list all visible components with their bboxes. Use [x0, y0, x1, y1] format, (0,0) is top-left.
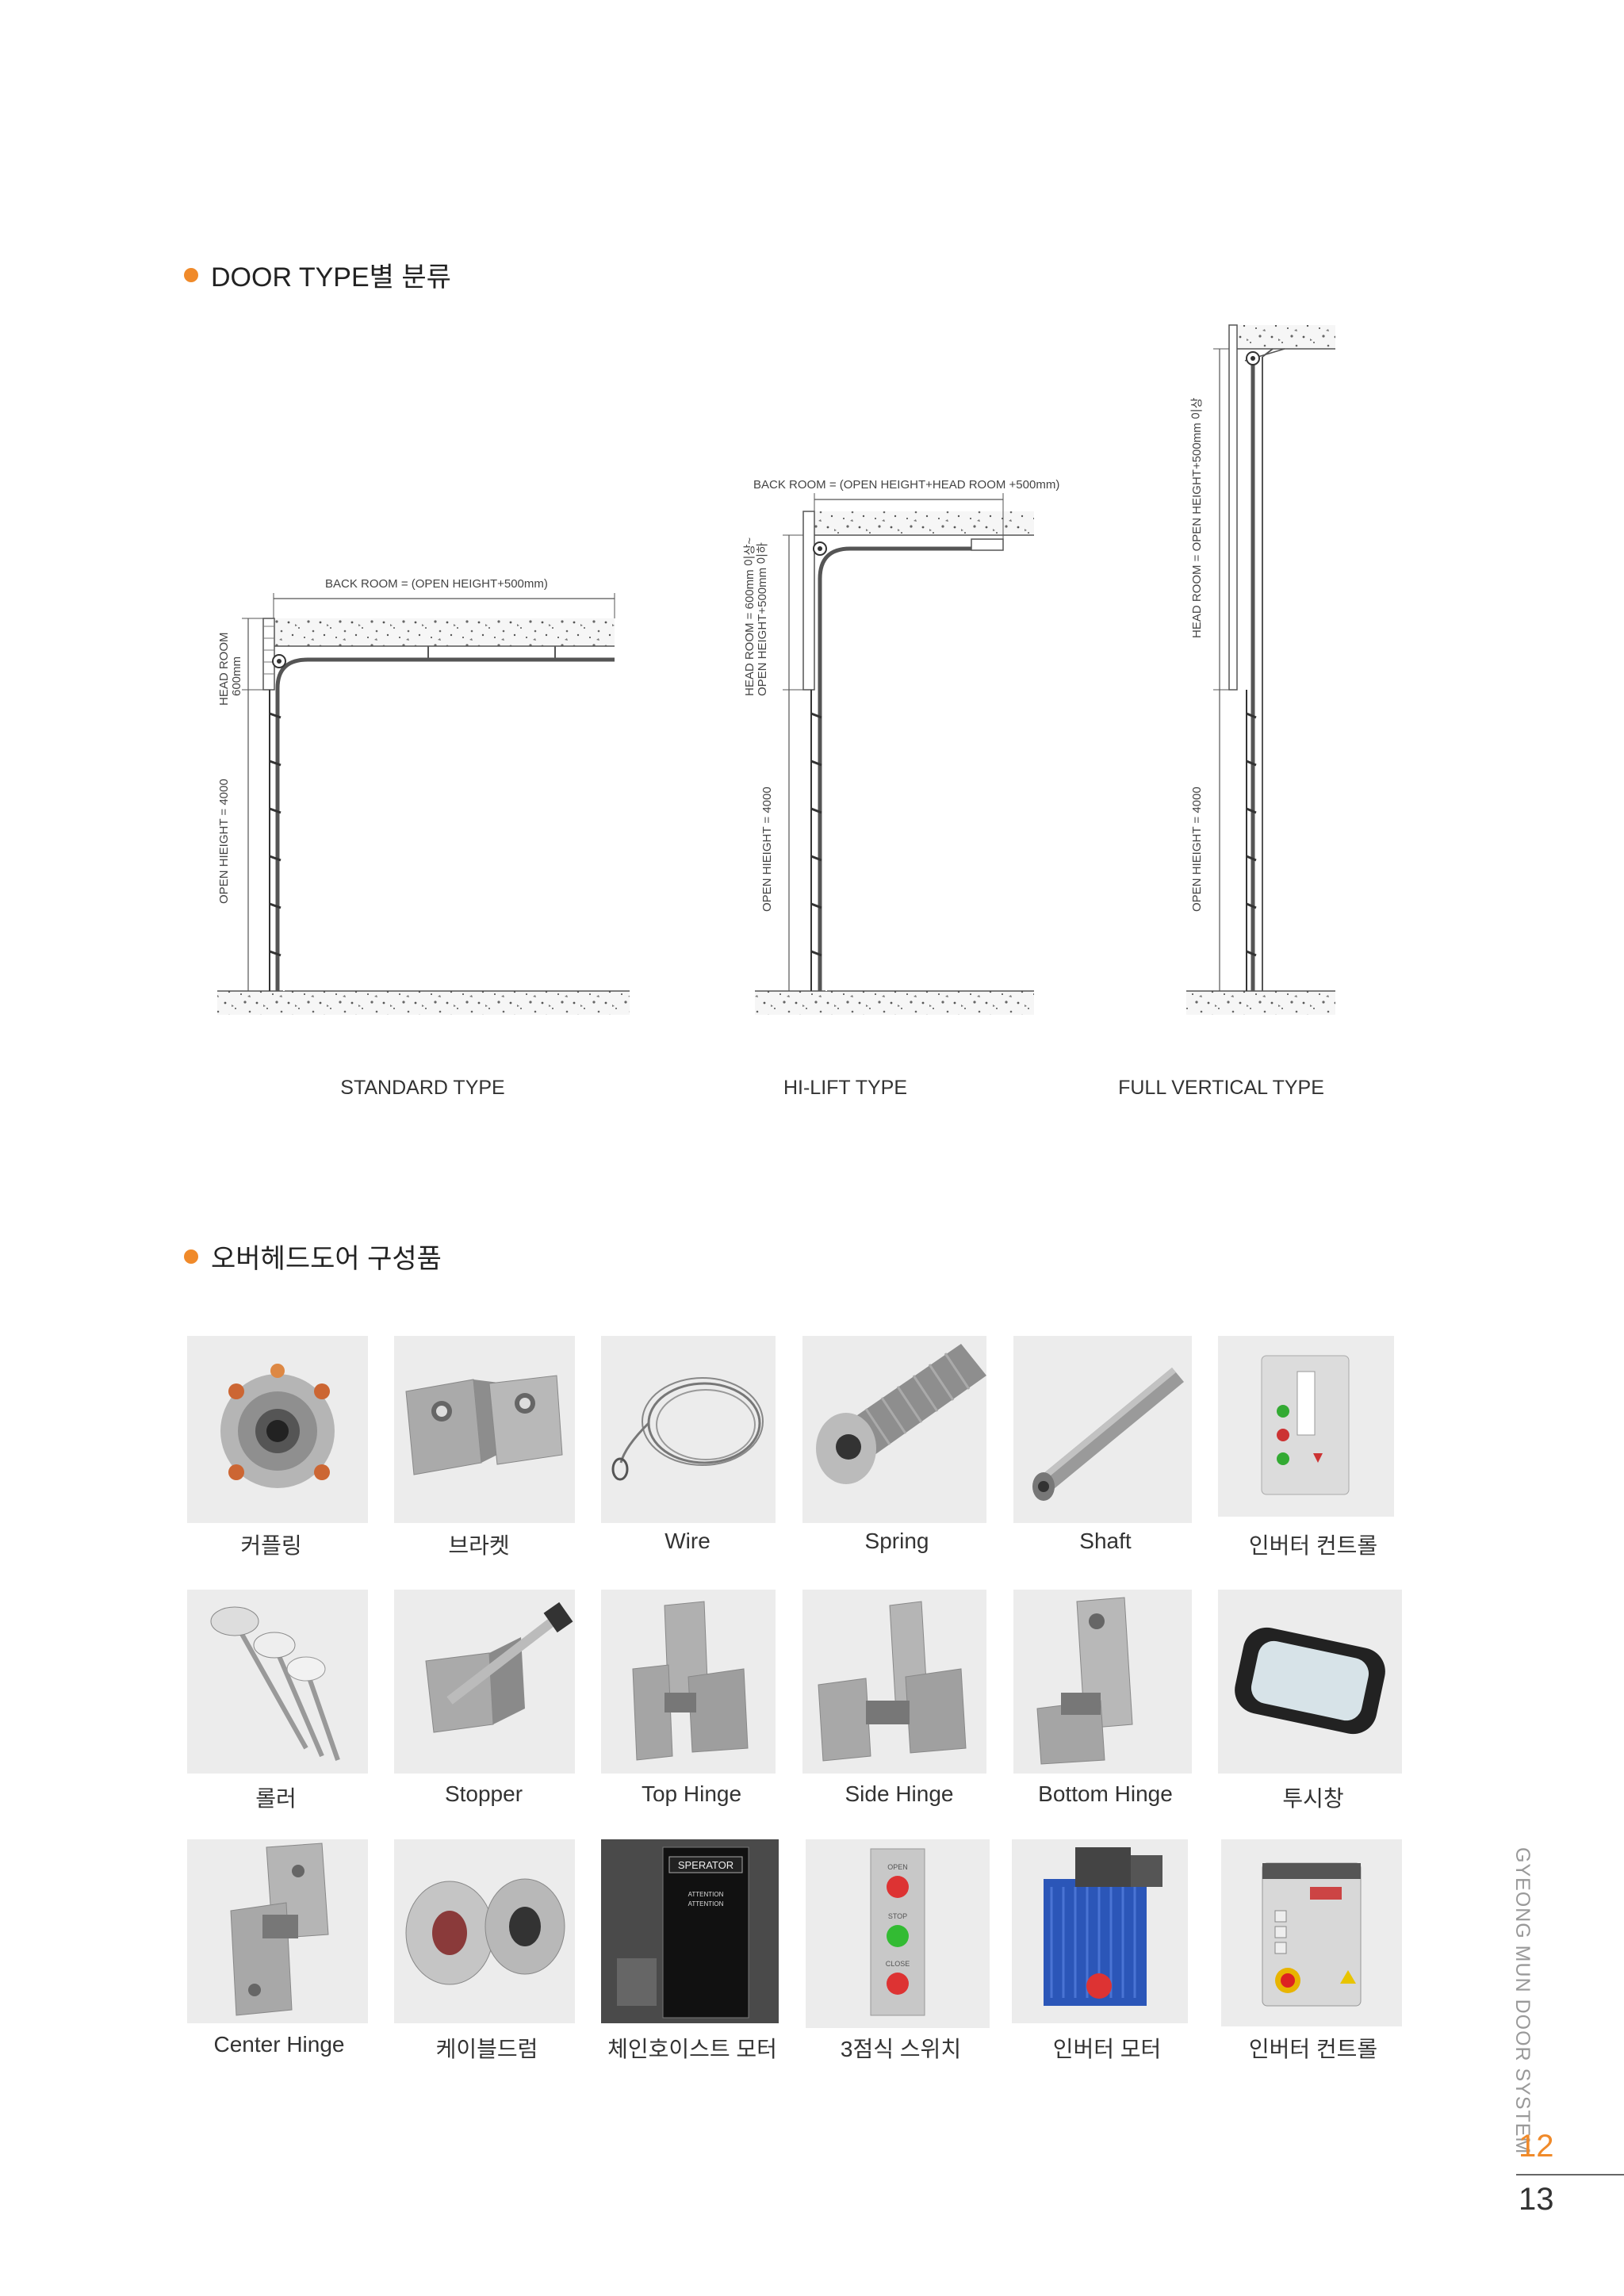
page-number-right: 13 — [1519, 2182, 1554, 2217]
section-title-text: DOOR TYPE별 분류 — [211, 262, 451, 293]
svg-text:OPEN: OPEN — [887, 1863, 908, 1871]
cable-drum-icon — [394, 1839, 575, 2023]
component-label: Shaft — [1079, 1529, 1132, 1553]
component-label: Bottom Hinge — [1038, 1781, 1173, 1806]
bullet-dot-icon — [184, 267, 198, 282]
shaft-icon — [1013, 1336, 1192, 1523]
svg-text:HEAD ROOM = OPEN HEIGHT+500mm: HEAD ROOM = OPEN HEIGHT+500mm 이상 — [1190, 397, 1204, 638]
spring-icon — [802, 1336, 986, 1523]
component-label: 롤러 — [255, 1786, 297, 1811]
svg-text:CLOSE: CLOSE — [886, 1960, 910, 1968]
svg-text:OPEN HEIGHT+500mm 이하: OPEN HEIGHT+500mm 이하 — [756, 542, 769, 696]
component-label: Center Hinge — [213, 2032, 345, 2057]
component-label: 케이블드럼 — [435, 2037, 538, 2061]
svg-text:BACK ROOM = (OPEN HEIGHT+HEAD: BACK ROOM = (OPEN HEIGHT+HEAD ROOM +500m… — [753, 478, 1059, 492]
control-box-icon — [1218, 1336, 1394, 1517]
svg-text:OPEN HIEIGHT = 4000: OPEN HIEIGHT = 4000 — [760, 786, 774, 912]
component-label: 인버터 컨트롤 — [1248, 1533, 1378, 1558]
component-label: Top Hinge — [641, 1781, 742, 1806]
page-number-left: 12 — [1519, 2129, 1554, 2164]
component-label: Stopper — [444, 1781, 523, 1806]
bracket-icon — [394, 1336, 575, 1523]
inverter-control-icon — [1221, 1839, 1402, 2026]
component-label: 브라켓 — [448, 1533, 510, 1558]
inverter-motor-icon — [1012, 1839, 1188, 2023]
side-hinge-icon — [802, 1590, 986, 1774]
svg-text:ATTENTION: ATTENTION — [688, 1900, 724, 1908]
door-type-diagrams: BACK ROOM = (OPEN HEIGHT+500mm) HEAD ROO… — [217, 324, 1335, 1015]
svg-text:HEAD ROOM = 600mm 이상~: HEAD ROOM = 600mm 이상~ — [743, 538, 756, 696]
component-label: 3점식 스위치 — [840, 2037, 962, 2061]
svg-text:SPERATOR: SPERATOR — [678, 1859, 733, 1871]
window-icon — [1218, 1590, 1402, 1774]
top-hinge-icon — [601, 1590, 776, 1774]
svg-text:OPEN HIEIGHT = 4000: OPEN HIEIGHT = 4000 — [1190, 786, 1204, 912]
component-label: Side Hinge — [845, 1781, 954, 1806]
svg-text:STOP: STOP — [888, 1912, 907, 1920]
component-label: 체인호이스트 모터 — [607, 2037, 777, 2061]
brand-vertical-text: GYEONG MUN DOOR SYSTEM — [1511, 1847, 1534, 2155]
full-vertical-type-caption: FULL VERTICAL TYPE — [1118, 1077, 1324, 1099]
three-button-switch-icon: OPEN STOP CLOSE — [806, 1839, 990, 2028]
stopper-icon — [394, 1590, 575, 1774]
ceiling-slab — [1237, 325, 1335, 349]
floor-slab — [1186, 991, 1335, 1015]
roller-icon — [187, 1590, 368, 1774]
section-title-door-type: DOOR TYPE별 분류 — [184, 255, 451, 294]
center-hinge-icon — [187, 1839, 368, 2023]
coupling-icon — [187, 1336, 368, 1523]
chain-hoist-motor-icon: SPERATOR ATTENTION ATTENTION — [601, 1839, 779, 2023]
hi-lift-type-diagram: BACK ROOM = (OPEN HEIGHT+HEAD ROOM +500m… — [743, 478, 1059, 1015]
standard-type-caption: STANDARD TYPE — [340, 1077, 505, 1099]
bottom-hinge-icon — [1013, 1590, 1192, 1774]
ceiling-slab — [814, 511, 1034, 535]
hi-lift-type-caption: HI-LIFT TYPE — [783, 1077, 908, 1099]
ceiling-slab — [274, 618, 615, 646]
component-label: 인버터 컨트롤 — [1248, 2037, 1378, 2061]
component-label: 커플링 — [240, 1533, 302, 1558]
page-number-divider — [1516, 2174, 1624, 2175]
floor-slab — [217, 991, 630, 1015]
bullet-dot-icon — [184, 1249, 198, 1264]
svg-text:600mm: 600mm — [230, 656, 243, 696]
component-label: Wire — [665, 1529, 710, 1553]
component-label: 인버터 모터 — [1052, 2037, 1162, 2061]
component-label: Spring — [864, 1529, 929, 1553]
standard-type-diagram: BACK ROOM = (OPEN HEIGHT+500mm) HEAD ROO… — [217, 577, 630, 1015]
svg-text:ATTENTION: ATTENTION — [688, 1891, 724, 1898]
section-title-components: 오버헤드도어 구성품 — [184, 1237, 442, 1276]
svg-text:OPEN HIEIGHT = 4000: OPEN HIEIGHT = 4000 — [217, 779, 231, 904]
floor-slab — [755, 991, 1034, 1015]
svg-text:BACK ROOM = (OPEN HEIGHT+500mm: BACK ROOM = (OPEN HEIGHT+500mm) — [325, 577, 548, 591]
full-vertical-type-diagram: HEAD ROOM = OPEN HEIGHT+500mm 이상 OPEN HI… — [1186, 324, 1335, 1015]
section-title-text: 오버헤드도어 구성품 — [211, 1244, 442, 1274]
svg-text:HEAD ROOM: HEAD ROOM — [217, 632, 231, 706]
wire-icon — [601, 1336, 776, 1523]
component-label: 투시창 — [1282, 1786, 1344, 1811]
